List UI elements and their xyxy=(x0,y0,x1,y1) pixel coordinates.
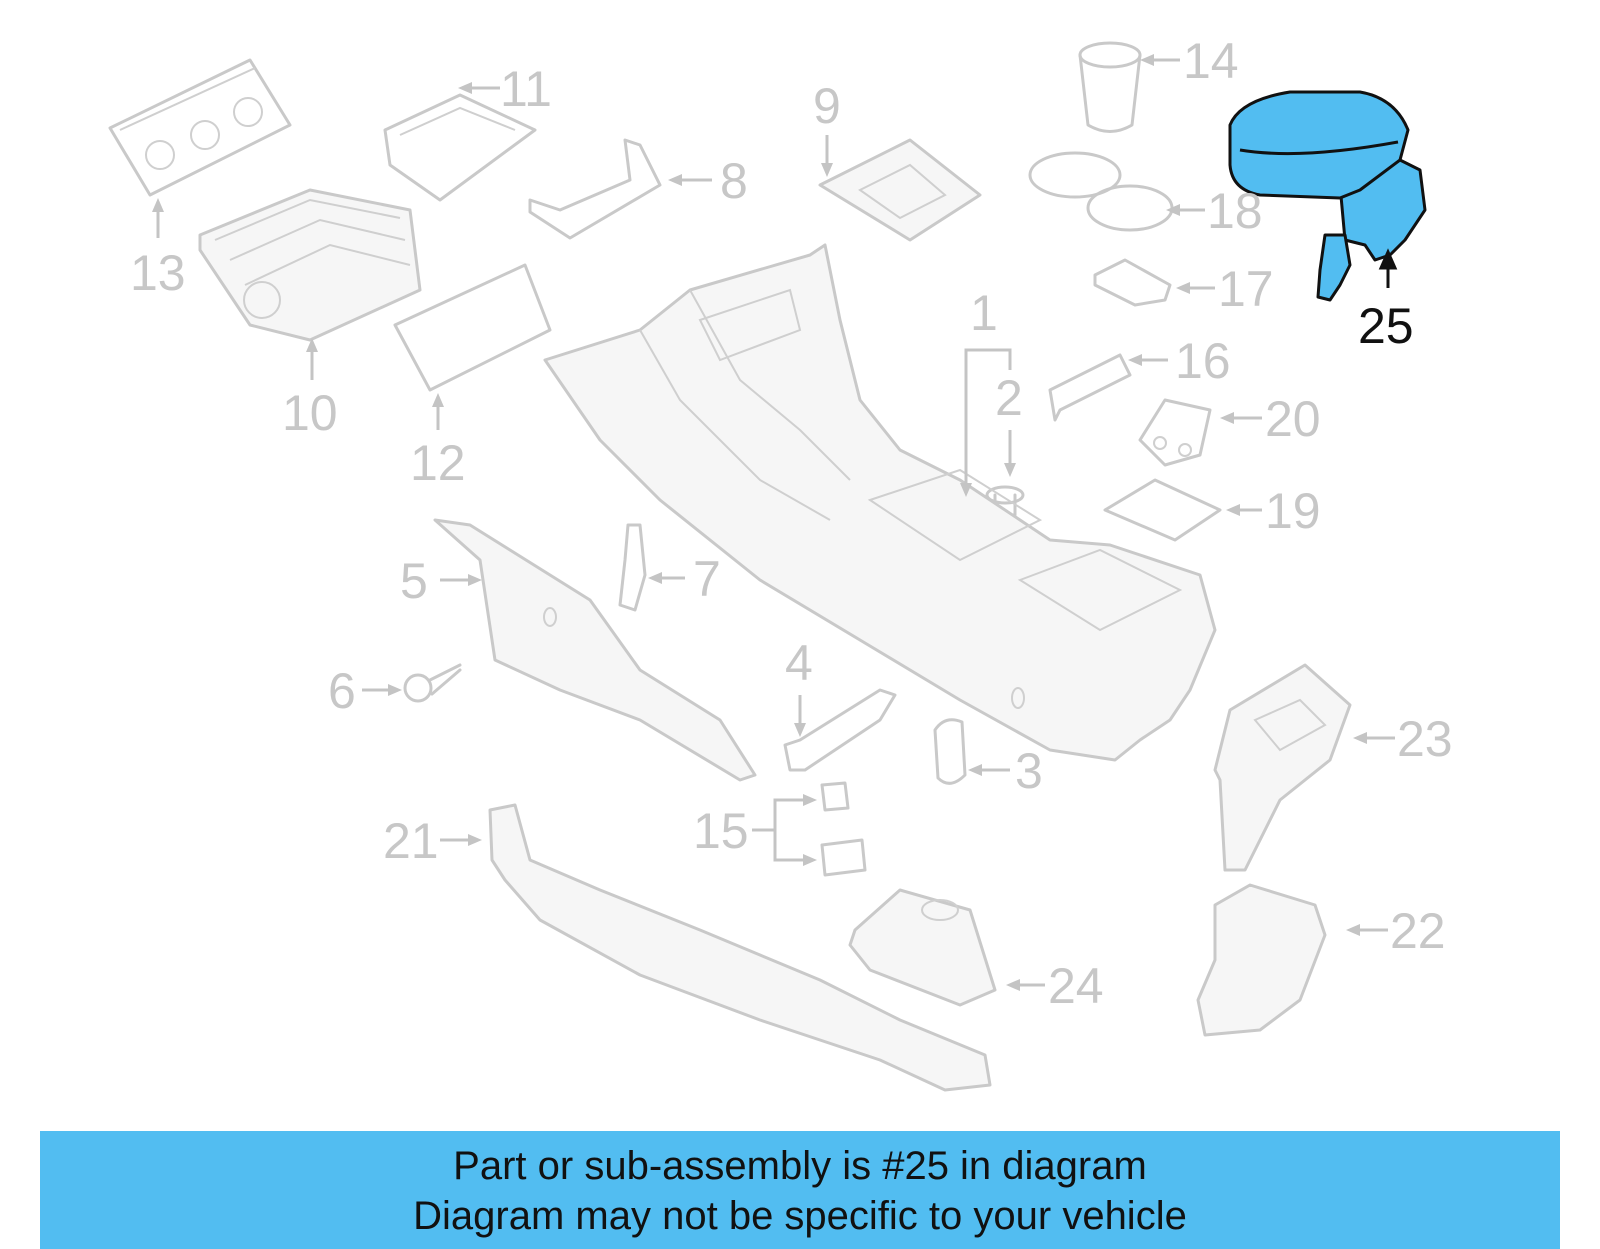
part-22-rear-duct xyxy=(1196,883,1327,1037)
callout-20: 20 xyxy=(1265,391,1321,447)
callout-10: 10 xyxy=(282,385,338,441)
banner-line-2: Diagram may not be specific to your vehi… xyxy=(413,1194,1187,1238)
callout-16: 16 xyxy=(1175,333,1231,389)
part-4-bracket xyxy=(783,688,897,772)
leader-lines xyxy=(152,54,1395,991)
part-13-control-panel xyxy=(108,58,292,197)
part-8-bracket xyxy=(528,138,662,240)
part-9-shifter-trim xyxy=(818,138,982,242)
callout-8: 8 xyxy=(720,153,748,209)
part-12-lid xyxy=(393,263,552,392)
callout-24: 24 xyxy=(1048,958,1104,1014)
part-19-pad xyxy=(1103,478,1222,542)
callout-14: 14 xyxy=(1183,33,1239,89)
part-6-screw xyxy=(403,663,462,703)
callout-11: 11 xyxy=(500,61,552,117)
part-14-cup xyxy=(1078,41,1142,133)
callout-17: 17 xyxy=(1218,261,1274,317)
callout-9: 9 xyxy=(813,78,841,134)
callout-5: 5 xyxy=(400,553,428,609)
callout-2: 2 xyxy=(995,370,1023,426)
part-11-tray xyxy=(383,93,537,202)
part-10-storage-tray xyxy=(198,188,422,342)
callout-1: 1 xyxy=(970,285,998,341)
part-5-side-panel xyxy=(433,518,757,782)
callout-23: 23 xyxy=(1397,711,1453,767)
callout-21: 21 xyxy=(383,813,439,869)
part-17-clip xyxy=(1093,258,1172,307)
callout-25: 25 xyxy=(1358,298,1414,354)
callout-13: 13 xyxy=(130,245,186,301)
part-1-center-console xyxy=(543,243,1217,762)
part-20-bracket xyxy=(1138,398,1212,467)
callout-4: 4 xyxy=(785,635,813,691)
callout-19: 19 xyxy=(1265,483,1321,539)
callout-12: 12 xyxy=(410,435,466,491)
part-15-clips xyxy=(820,781,867,877)
part-3-cap xyxy=(933,718,967,785)
callout-15: 15 xyxy=(693,803,749,859)
part-7-clip xyxy=(618,523,647,612)
part-16-bracket xyxy=(1048,353,1132,422)
callout-22: 22 xyxy=(1390,903,1446,959)
callout-3: 3 xyxy=(1015,743,1043,799)
callout-18: 18 xyxy=(1207,183,1263,239)
info-banner: Part or sub-assembly is #25 in diagram D… xyxy=(40,1131,1560,1249)
callout-7: 7 xyxy=(693,551,721,607)
part-25-armrest-highlighted xyxy=(1228,90,1427,302)
part-24-shifter-housing xyxy=(848,888,997,1007)
part-18-cupholder-mat xyxy=(1028,151,1174,232)
part-21-air-duct xyxy=(488,803,992,1092)
part-23-rear-vent xyxy=(1213,663,1352,872)
callout-6: 6 xyxy=(328,663,356,719)
banner-line-1: Part or sub-assembly is #25 in diagram xyxy=(453,1144,1147,1188)
callout-labels: 1 2 3 4 5 6 7 8 9 10 11 12 13 14 15 16 1… xyxy=(130,33,1453,1014)
